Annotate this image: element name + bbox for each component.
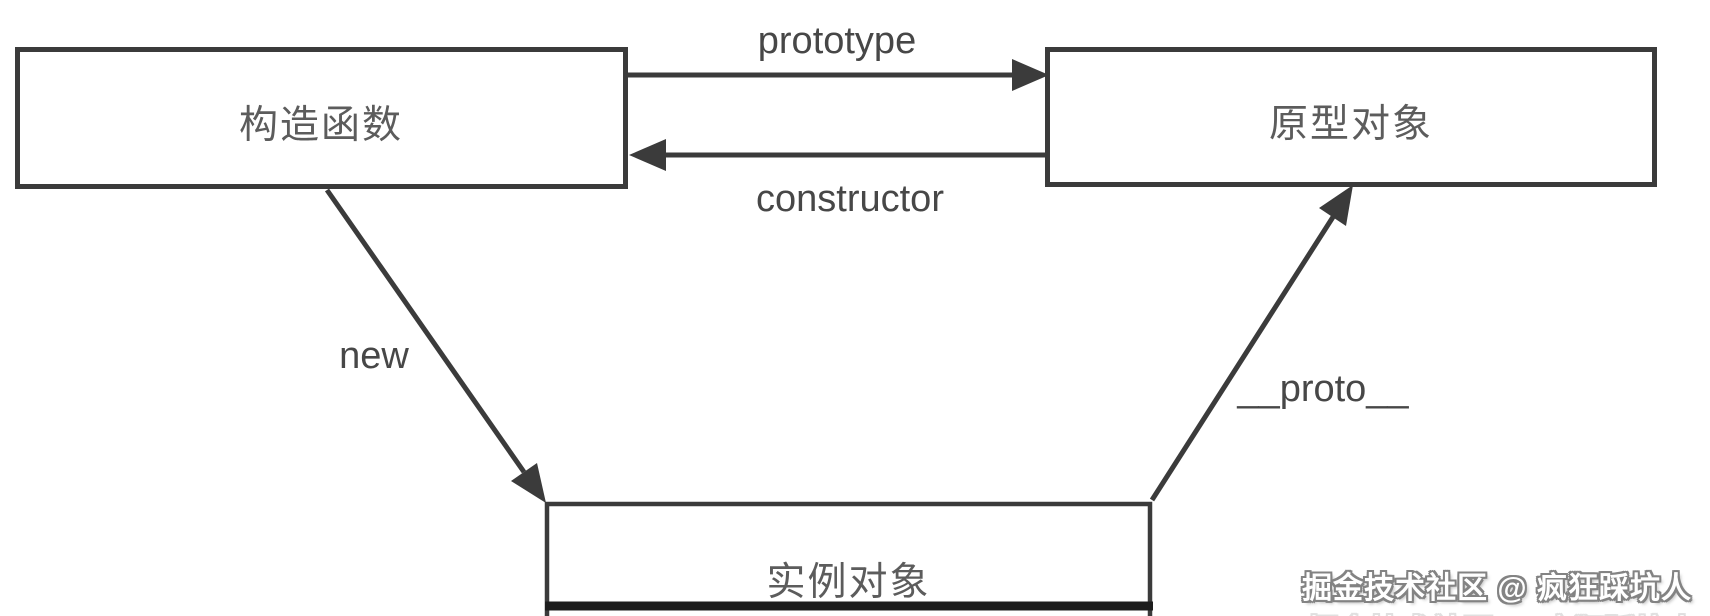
prototype-arrowhead-icon	[1012, 59, 1049, 91]
constructor-edge-label: constructor	[756, 178, 944, 220]
constructor-box-label: 构造函数	[238, 103, 403, 147]
prototype-edge-label: prototype	[757, 20, 917, 62]
watermark: 掘金技术社区 @ 疯狂踩坑人	[1302, 572, 1692, 605]
watermark-clipped: 掘金技术社区 @ 疯狂踩坑人	[1308, 606, 1698, 616]
proto-arrow-line	[1149, 215, 1336, 502]
new-arrow-line	[324, 188, 527, 474]
instance-box-label: 实例对象	[766, 561, 931, 604]
prototype-box-label: 原型对象	[1268, 102, 1433, 146]
new-edge-label: new	[339, 335, 409, 377]
instance-box	[544, 501, 1153, 616]
proto-edge-label: __proto__	[1237, 368, 1409, 410]
constructor-arrowhead-icon	[629, 139, 666, 171]
prototype-box	[1045, 47, 1657, 187]
constructor-box	[15, 47, 628, 189]
new-arrowhead-icon	[511, 463, 546, 503]
proto-arrowhead-icon	[1319, 185, 1353, 226]
